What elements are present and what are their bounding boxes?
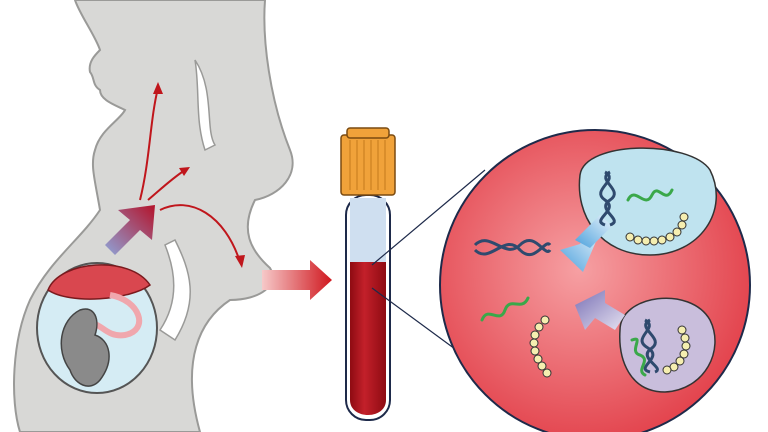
fetus-in-womb <box>36 262 158 394</box>
hair-gap <box>194 59 217 152</box>
fetus <box>60 308 110 387</box>
fetal-cell <box>619 297 716 393</box>
umbilical-cord <box>88 292 143 339</box>
protein-bead-chains <box>529 212 691 378</box>
placenta <box>47 264 152 300</box>
large-gradient-arrow <box>105 205 155 255</box>
horizontal-arrow <box>262 260 332 300</box>
purple-arrow <box>575 290 625 330</box>
blood-flow-arrows <box>139 87 241 263</box>
magnified-blood-circle <box>439 129 751 432</box>
zoom-line-top <box>371 169 486 266</box>
dna-fragments <box>473 170 659 374</box>
tube-cap <box>340 134 396 196</box>
rna-fragments <box>480 188 674 377</box>
arrowheads <box>153 82 245 268</box>
arm-gap <box>158 238 191 342</box>
blood-sample-tube <box>340 127 396 421</box>
